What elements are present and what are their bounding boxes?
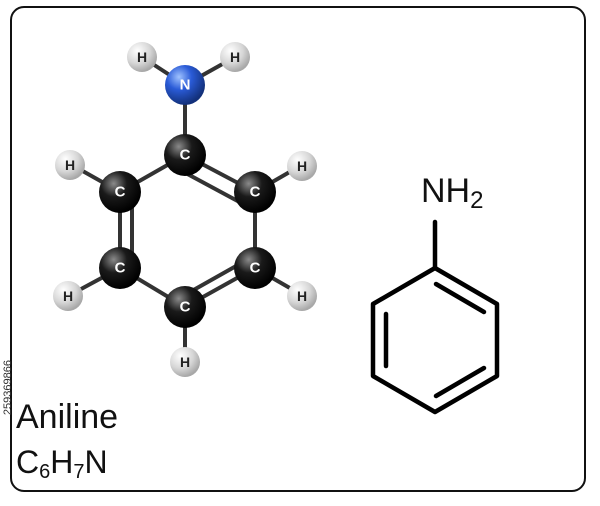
svg-text:C: C [250, 184, 261, 201]
hydrogen-atom: H [170, 347, 200, 377]
hydrogen-atom: H [53, 281, 83, 311]
carbon-atom: C [99, 171, 141, 213]
svg-text:C: C [115, 260, 126, 277]
diagram-frame [10, 6, 586, 492]
svg-text:H: H [63, 288, 73, 304]
svg-text:C: C [115, 184, 126, 201]
skeletal-double-bond [433, 365, 487, 399]
svg-text:H: H [297, 158, 307, 174]
hydrogen-atom: H [127, 42, 157, 72]
carbon-atom: C [164, 134, 206, 176]
carbon-atom: C [234, 171, 276, 213]
nitrogen-atom: N [165, 65, 205, 105]
svg-text:H: H [297, 288, 307, 304]
stock-image-id: 259369866 [2, 360, 14, 416]
svg-text:H: H [137, 49, 147, 65]
molecular-formula: C6H7N [16, 444, 108, 483]
carbon-atom: C [164, 286, 206, 328]
amine-group-label: NH2 [421, 172, 484, 214]
skeletal-double-bond [433, 281, 487, 315]
svg-text:H: H [180, 354, 190, 370]
svg-text:H: H [65, 157, 75, 173]
svg-text:N: N [180, 77, 191, 94]
skeletal-benzene-ring [370, 265, 500, 415]
carbon-atom: C [99, 247, 141, 289]
hydrogen-atom: H [287, 281, 317, 311]
skeletal-structure [370, 219, 500, 415]
svg-text:C: C [180, 147, 191, 164]
svg-text:C: C [180, 299, 191, 316]
svg-text:H: H [230, 49, 240, 65]
molecule-name: Aniline [16, 398, 119, 436]
hydrogen-atom: H [220, 42, 250, 72]
bond-c1-c6-double [179, 168, 246, 207]
hydrogen-atom: H [55, 150, 85, 180]
hydrogen-atom: H [287, 151, 317, 181]
svg-text:C: C [250, 260, 261, 277]
carbon-atom: C [234, 247, 276, 289]
